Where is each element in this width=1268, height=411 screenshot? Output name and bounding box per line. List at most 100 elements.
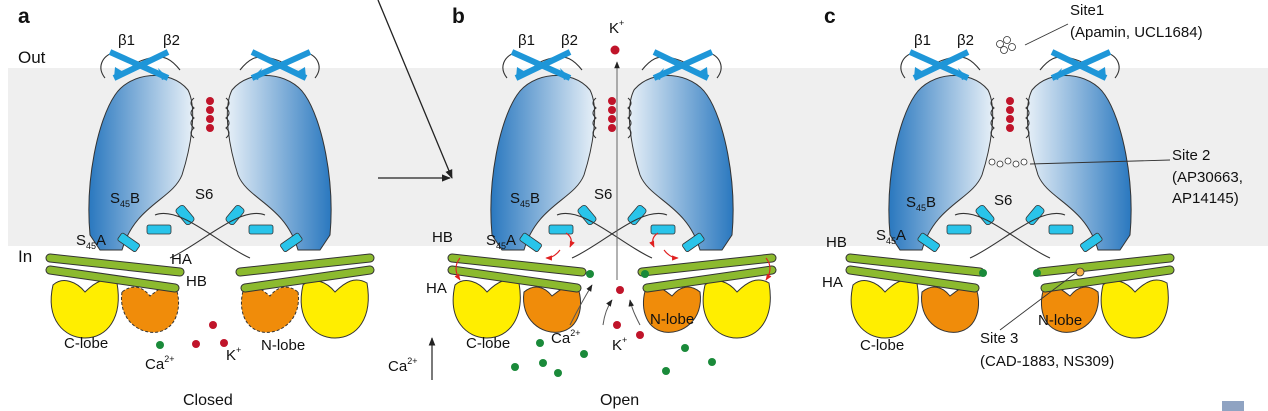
k-top-label: K+ (609, 18, 624, 37)
ha-label: HA (822, 274, 843, 291)
s45a-label: S45A (486, 232, 516, 251)
inner-loop (954, 212, 1051, 259)
bound-calcium-ion (641, 270, 649, 278)
site1-drug-ring (996, 40, 1004, 48)
beta1-label: β1 (914, 32, 931, 49)
bound-calcium-ion (979, 269, 987, 277)
s45a-helix-left (519, 232, 542, 253)
inner-loop (556, 212, 653, 259)
potassium-ion (1006, 106, 1014, 114)
site1-drug-ring (1000, 46, 1008, 54)
ha-helix-left (46, 254, 184, 276)
panel-c-labels: β1 β2 S6 S45B S45A HB HA C-lobe N-lobe S… (822, 2, 1243, 370)
site2-drug-ring (1004, 157, 1012, 165)
inner-loop (969, 212, 1066, 259)
ha-helix-right (1036, 254, 1174, 276)
site2-drug-ring (1020, 158, 1028, 166)
potassium-ion (209, 321, 217, 329)
ha-label: HA (171, 251, 192, 268)
potassium-ion (613, 321, 621, 329)
site3-leader (999, 271, 1078, 331)
panel-c-letter: c (824, 5, 836, 28)
calcium-ion (539, 359, 547, 367)
n-lobe-label: N-lobe (1038, 312, 1082, 329)
s45a-label: S45A (876, 227, 906, 246)
selectivity-filter-right (225, 97, 230, 139)
beta1-label: β1 (118, 32, 135, 49)
k-entry-arrow (628, 299, 641, 326)
site2-drug-ring (996, 160, 1004, 168)
hb-label: HB (432, 229, 453, 246)
s45b-helix-right (1048, 224, 1074, 235)
s45b-label: S45B (110, 190, 140, 209)
selectivity-filter-left (990, 97, 995, 139)
bound-calcium-ion (1033, 269, 1041, 277)
selectivity-filter-right (1025, 97, 1030, 139)
pore-domain-right (226, 75, 332, 251)
channel-closed (45, 49, 375, 339)
beta-arrowhead (158, 68, 168, 80)
calcium-ion (554, 369, 562, 377)
ha-helix-left (846, 254, 984, 276)
c-lobe-label: C-lobe (64, 335, 108, 352)
s6-label: S6 (195, 186, 213, 203)
hb-helix-right (1041, 266, 1174, 292)
corner-badge (1222, 401, 1244, 411)
potassium-ion (206, 106, 214, 114)
s45a-helix-left (117, 232, 140, 253)
potassium-ion (206, 124, 214, 132)
calmodulin-c-lobe (50, 279, 119, 339)
s45b-label: S45B (510, 190, 540, 209)
beta-arrowhead (114, 67, 125, 78)
selectivity-filter-left (592, 97, 597, 139)
calcium-ion (681, 344, 689, 352)
bound-calcium-ion (586, 270, 594, 278)
site3-drug-ring (1075, 267, 1085, 277)
beta-arrowhead (252, 68, 262, 80)
gating-motion-arrow (663, 249, 679, 261)
beta1-label: β1 (518, 32, 535, 49)
selectivity-filter-left (190, 97, 195, 139)
site1-drug-ring (1008, 43, 1016, 51)
s45b-label: S45B (906, 194, 936, 213)
pore-domain-left (888, 75, 994, 251)
s45a-helix-right (1080, 232, 1103, 253)
potassium-ion (206, 115, 214, 123)
potassium-ion (636, 331, 644, 339)
s45a-helix-left (917, 232, 940, 253)
calcium-ion (511, 363, 519, 371)
hb-helix-left (448, 266, 581, 292)
k-entry-arrow (602, 299, 613, 326)
selectivity-filter-right (627, 97, 632, 139)
calcium-ion (580, 350, 588, 358)
calcium-binding-arrow (569, 284, 593, 326)
inner-loop (571, 212, 668, 259)
s45a-helix-right (682, 232, 705, 253)
inner-loop (154, 212, 251, 259)
beta-arrowhead (958, 68, 968, 80)
site1-drug-ring (1003, 36, 1011, 44)
hb-helix-left (846, 266, 979, 292)
s45a-helix-right (280, 232, 303, 253)
pore-domain-left (490, 75, 596, 251)
calmodulin-c-lobe (452, 279, 521, 339)
site2-leader (1029, 159, 1171, 165)
potassium-ion (220, 339, 228, 347)
site2-drug-ring (988, 158, 996, 166)
potassium-ion-exiting (610, 45, 620, 55)
beta-arrowhead (295, 67, 306, 78)
hb-helix-right (643, 266, 776, 292)
calcium-ion (662, 367, 670, 375)
panel-a-labels: β1 β2 S6 S45B S45A HA HB C-lobe N-lobe C… (64, 32, 305, 409)
potassium-ion (616, 286, 624, 294)
s45a-label: S45A (76, 232, 106, 251)
calcium-ion (536, 339, 544, 347)
s45b-helix-left (548, 224, 574, 235)
s6-label: S6 (994, 192, 1012, 209)
site2-compounds-line2: AP14145) (1172, 190, 1239, 207)
s45b-helix-right (248, 224, 274, 235)
in-label: In (18, 247, 32, 266)
state-label-open: Open (600, 392, 639, 409)
calmodulin-n-lobe (121, 285, 180, 333)
site3-label: Site 3 (980, 330, 1018, 347)
